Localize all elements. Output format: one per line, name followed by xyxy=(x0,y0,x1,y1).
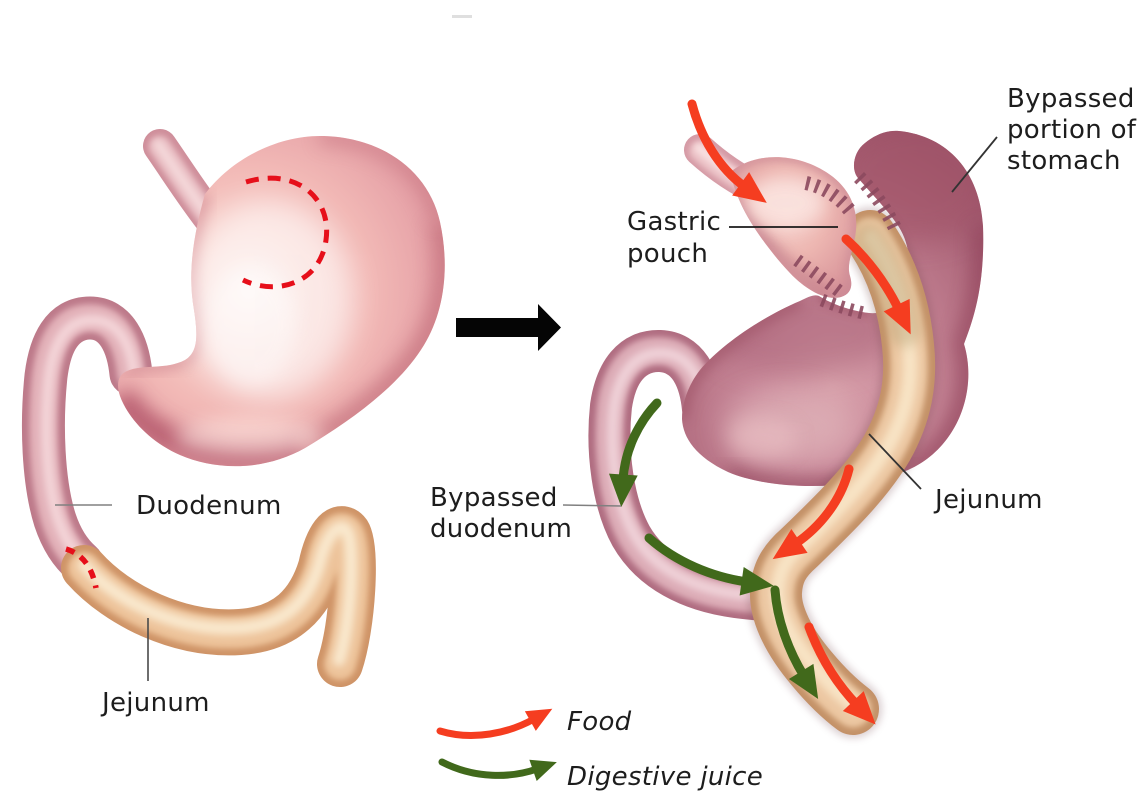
staple-lines xyxy=(793,172,902,321)
legend-juice-label: Digestive juice xyxy=(567,762,763,792)
juice-arrow-common xyxy=(770,585,819,699)
juice-arrows xyxy=(608,398,819,699)
pouch-outline-dashed xyxy=(241,175,330,290)
left-stomach xyxy=(118,136,445,467)
food-arrow-jejunum xyxy=(772,464,854,560)
left-jejunum xyxy=(61,506,376,687)
juice-arrow-duodenum-bottom xyxy=(644,533,774,596)
food-arrow-common xyxy=(804,622,876,725)
pointer-lines xyxy=(55,136,998,681)
label-duodenum: Duodenum xyxy=(136,491,282,521)
juice-arrow-duodenum-top xyxy=(608,398,662,507)
label-jejunum-right: Jejunum xyxy=(933,485,1043,515)
left-duodenum xyxy=(21,296,153,585)
label-bypassed-stomach-line2: portion of xyxy=(1007,115,1137,145)
legend-food-arrow xyxy=(436,708,553,739)
label-bypassed-duodenum-line1: Bypassed xyxy=(430,483,558,513)
pointer-bypassed-stomach xyxy=(951,136,998,193)
transform-arrow xyxy=(456,304,561,351)
label-bypassed-duodenum-line2: duodenum xyxy=(430,514,572,544)
label-jejunum-left: Jejunum xyxy=(100,688,210,718)
stray-mark xyxy=(452,15,472,18)
cut-line-duodenum xyxy=(65,546,99,589)
staple-line-pouch-top xyxy=(804,176,857,217)
staple-line-stomach-top xyxy=(853,172,902,232)
food-arrow-esophagus xyxy=(687,99,767,203)
food-arrows xyxy=(687,99,911,725)
legend: Food Digestive juice xyxy=(436,707,763,792)
pointer-jejunum-right xyxy=(868,433,922,490)
label-gastric-pouch-line2: pouch xyxy=(627,239,708,269)
label-gastric-pouch-line1: Gastric xyxy=(627,207,721,237)
label-bypassed-stomach-line1: Bypassed xyxy=(1007,84,1135,114)
legend-food-label: Food xyxy=(567,707,632,737)
pointer-bypassed-duodenum xyxy=(562,504,622,507)
food-arrow-pouch xyxy=(841,234,911,335)
label-bypassed-stomach-line3: stomach xyxy=(1007,146,1121,176)
legend-juice-arrow xyxy=(438,758,557,781)
